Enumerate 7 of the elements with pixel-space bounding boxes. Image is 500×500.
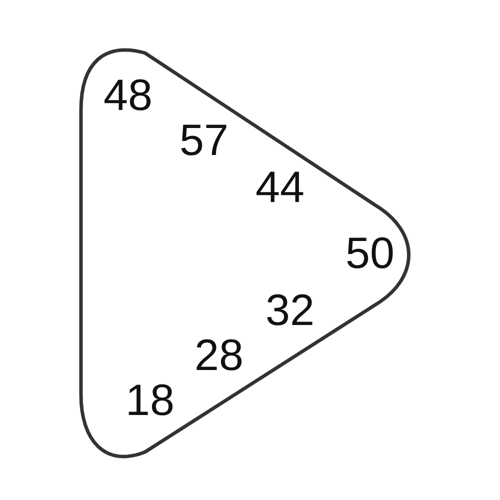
number-label: 28	[194, 334, 244, 378]
number-label: 44	[256, 166, 304, 210]
number-label: 57	[180, 119, 228, 163]
number-label: 48	[104, 74, 152, 118]
number-label: 50	[346, 232, 394, 276]
number-label: 32	[266, 289, 314, 333]
number-label: 18	[126, 379, 174, 423]
